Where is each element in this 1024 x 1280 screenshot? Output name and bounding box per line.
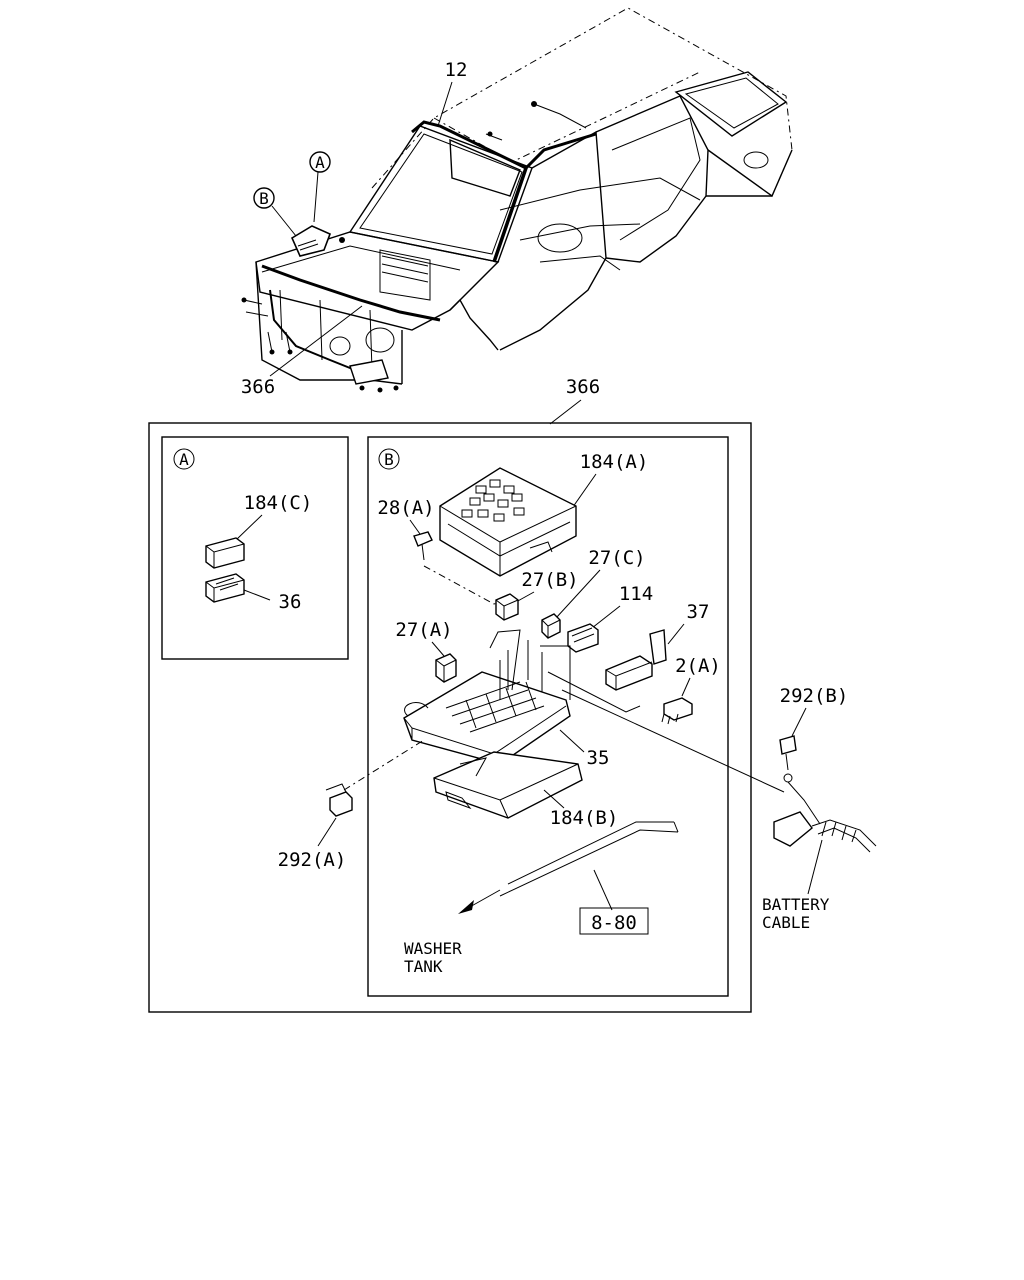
washer-tank-line1: WASHER [404,939,462,958]
ref-880-box [579,907,649,935]
panel-a-letter: A [179,450,189,469]
detail-panel-a [161,436,349,660]
detail-outer-frame [148,422,752,1013]
fuse-block-35 [403,629,571,765]
label-184b: 184(B) [550,807,619,829]
relay-base-36 [205,573,245,603]
panel-b-letter: B [384,450,394,469]
relay-2a [661,697,693,725]
label-292b: 292(B) [780,685,849,707]
label-114: 114 [619,583,653,605]
battery-cable-line2: CABLE [762,913,810,932]
label-12: 12 [445,59,468,81]
fuse-27a [435,653,457,683]
screw-28a [413,531,433,561]
lower-case-184b [433,751,583,819]
label-27c: 27(C) [588,547,645,569]
callout-b-label: B [259,189,269,208]
label-27b: 27(B) [521,569,578,591]
label-35: 35 [587,747,610,769]
label-184a: 184(A) [580,451,649,473]
callout-a-label: A [315,153,325,172]
callout-b-circle [253,187,275,209]
callout-a-circle [309,151,331,173]
relay-184c [205,537,245,569]
label-366-mid: 366 [566,376,600,398]
bolt-292b [779,735,797,771]
panel-a-circle [173,448,195,470]
label-28a: 28(A) [377,497,434,519]
label-27a: 27(A) [395,619,452,641]
washer-tank-line2: TANK [404,957,443,976]
label-292a: 292(A) [278,849,347,871]
fuse-27c [541,613,561,639]
label-37: 37 [687,601,710,623]
front-harness-366 [241,225,441,393]
label-8-80: 8-80 [591,912,637,934]
fuse-box-cover-184a [439,467,577,577]
battery-cable-line1: BATTERY [762,895,830,914]
label-36: 36 [279,591,302,613]
fuse-27b [495,593,519,621]
bracket-37 [605,629,667,691]
vehicle-body-outline [255,7,793,385]
battery-cable [773,773,877,853]
label-2a: 2(A) [675,655,721,677]
panel-b-circle [378,448,400,470]
bolt-292a [325,783,353,817]
connector-114 [567,623,599,653]
detail-panel-b [367,436,729,997]
label-184c: 184(C) [244,492,313,514]
roof-harness-12 [411,101,597,263]
washer-hose [458,821,679,914]
label-366-top: 366 [241,376,275,398]
